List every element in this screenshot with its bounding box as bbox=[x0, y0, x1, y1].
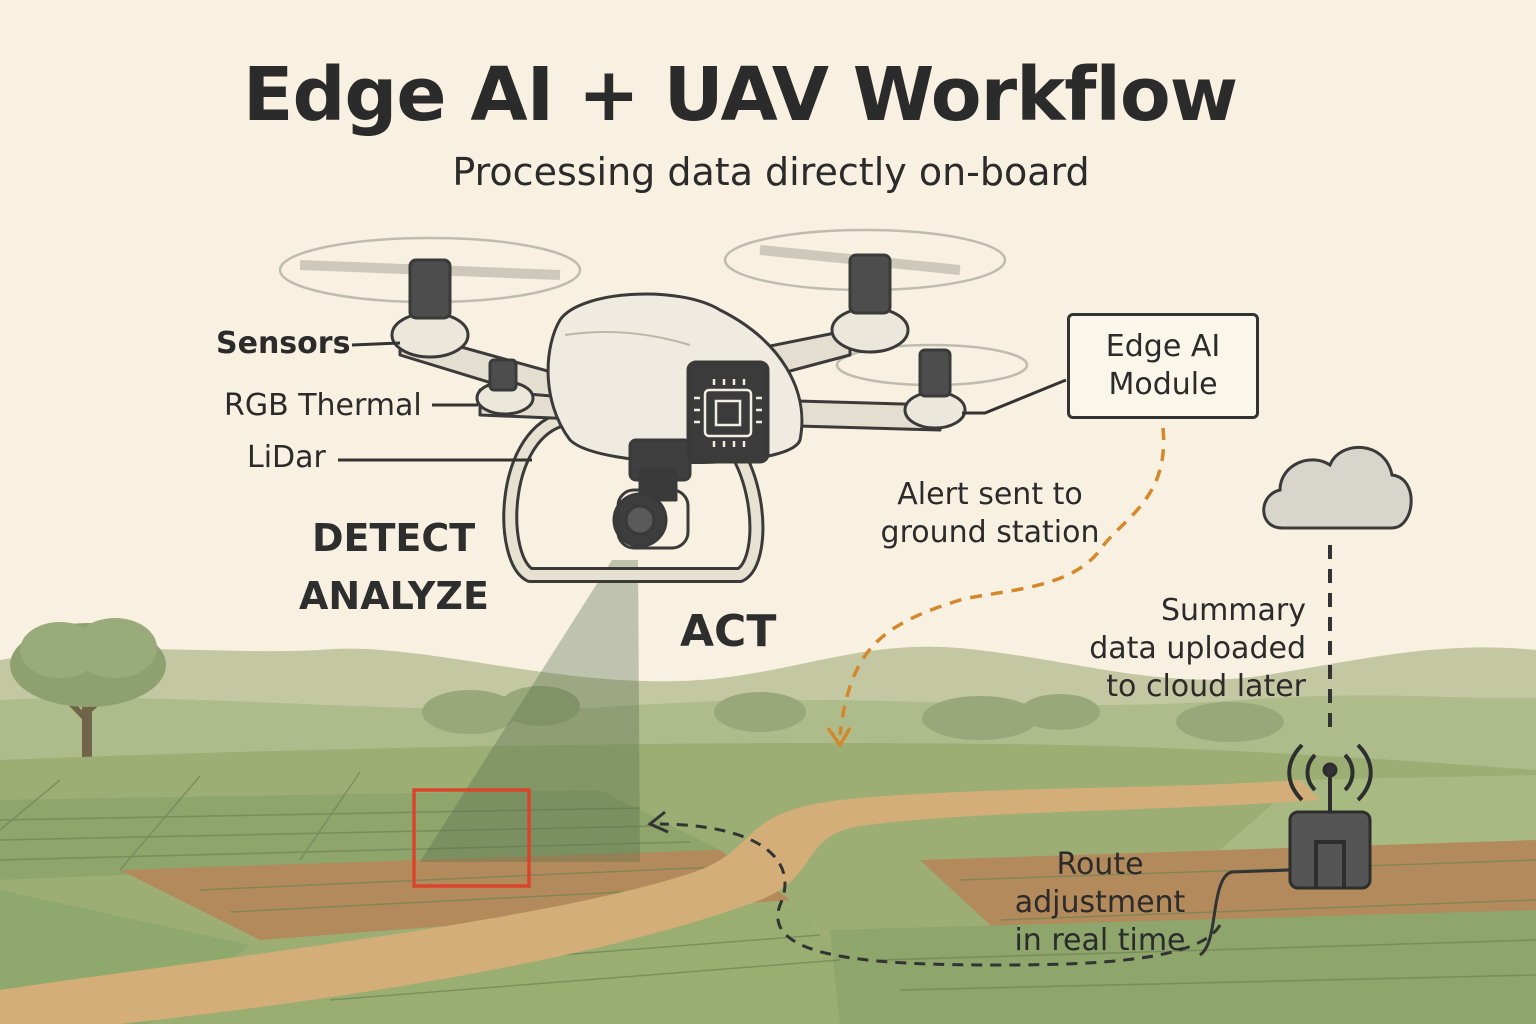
summary-line3: to cloud later bbox=[1106, 669, 1306, 704]
page-subtitle: Processing data directly on-board bbox=[452, 150, 1090, 194]
drone-icon bbox=[278, 228, 1029, 583]
edge-ai-module-box: Edge AI Module bbox=[1067, 313, 1259, 419]
route-line2: adjustment bbox=[1014, 885, 1186, 920]
module-label-line1: Edge AI bbox=[1105, 329, 1221, 364]
route-line3: in real time bbox=[1014, 923, 1186, 958]
page-title: Edge AI + UAV Workflow bbox=[242, 52, 1238, 138]
signal-icon bbox=[1287, 743, 1373, 802]
chip-icon bbox=[694, 379, 762, 447]
cloud-icon bbox=[1262, 445, 1413, 530]
route-path bbox=[647, 810, 1222, 967]
alert-path bbox=[826, 427, 1166, 749]
lidar-label: LiDar bbox=[247, 440, 326, 475]
summary-line2: data uploaded bbox=[1089, 631, 1306, 666]
summary-line1: Summary bbox=[1161, 593, 1306, 628]
landscape bbox=[0, 618, 1536, 1024]
camera-view-cone bbox=[420, 560, 640, 862]
alert-line2: ground station bbox=[880, 515, 1100, 550]
detect-stage-label: DETECT bbox=[312, 516, 476, 560]
sensors-label: Sensors bbox=[216, 326, 351, 361]
ground-station-icon bbox=[1288, 762, 1372, 890]
leader-lines bbox=[338, 341, 1067, 462]
analyze-stage-label: ANALYZE bbox=[299, 574, 489, 618]
station-link-line bbox=[1199, 868, 1291, 957]
detection-box bbox=[412, 788, 531, 888]
module-label-line2: Module bbox=[1108, 367, 1218, 402]
act-stage-label: ACT bbox=[680, 606, 777, 657]
summary-annotation: Summary data uploaded to cloud later bbox=[1060, 592, 1306, 706]
alert-line1: Alert sent to bbox=[897, 477, 1083, 512]
route-line1: Route bbox=[1056, 847, 1144, 882]
tree-icon bbox=[10, 618, 166, 760]
route-annotation: Route adjustment in real time bbox=[990, 846, 1210, 960]
alert-annotation: Alert sent to ground station bbox=[870, 476, 1110, 552]
rgb-thermal-label: RGB Thermal bbox=[224, 388, 422, 423]
